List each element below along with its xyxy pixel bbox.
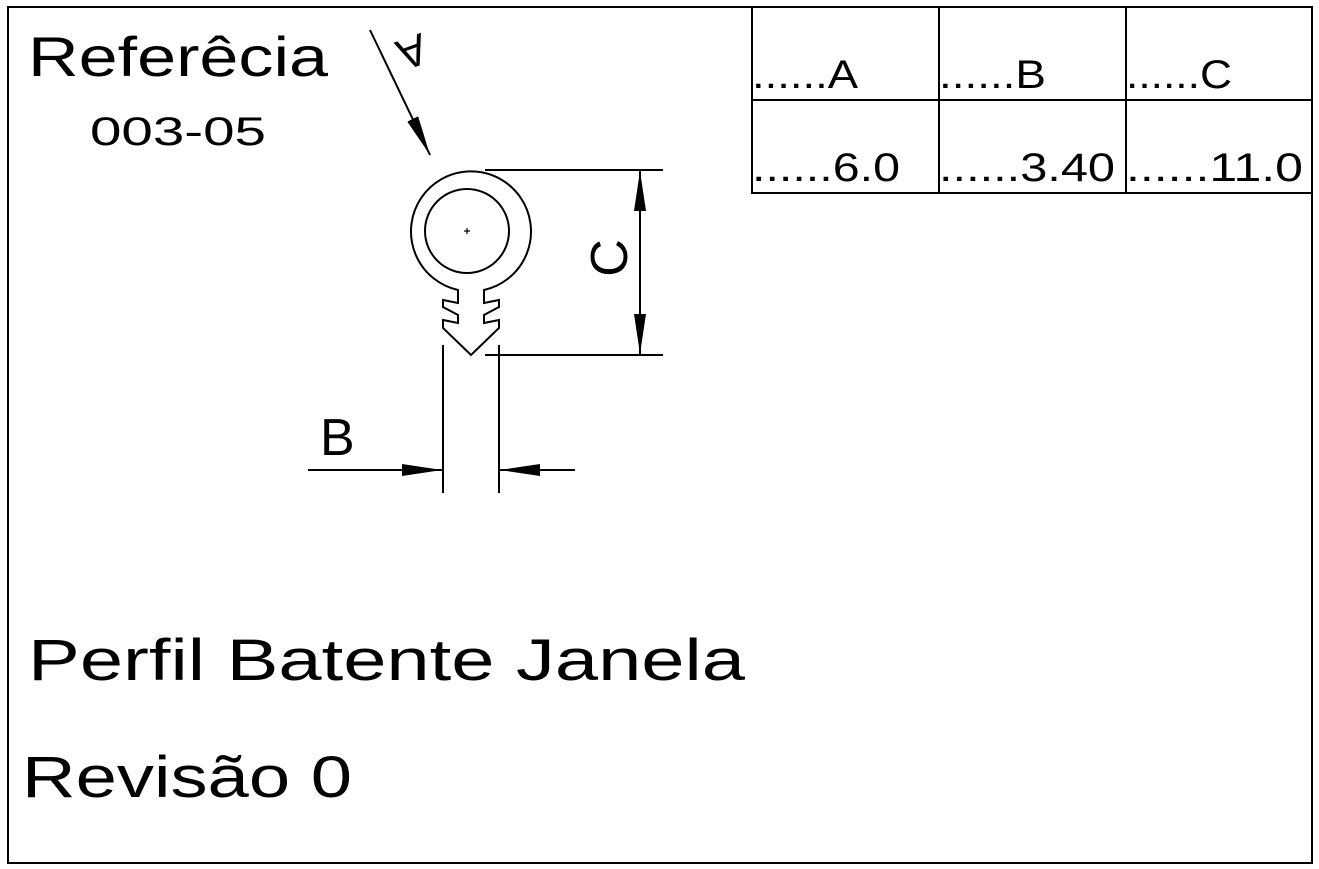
table-value-a: ......6.0 — [752, 146, 900, 190]
drawing-title: Perfil Batente Janela — [28, 628, 746, 693]
table-header-b: ......B — [939, 53, 1046, 97]
view-label: A — [389, 23, 434, 79]
dimension-b: B — [308, 345, 575, 493]
table-header-a: ......A — [752, 53, 858, 97]
table-value-b: ......3.40 — [939, 146, 1115, 190]
table-value-c: ......11.0 — [1126, 146, 1303, 190]
drawing-frame — [7, 6, 1313, 864]
dimension-c: C — [485, 169, 663, 356]
profile-shape — [410, 170, 532, 357]
dimension-c-label: C — [581, 239, 639, 277]
dimension-b-label: B — [320, 409, 355, 467]
reference-code: 003-05 — [90, 110, 266, 154]
view-arrow — [369, 29, 431, 156]
reference-label: Referêcia — [28, 25, 329, 88]
dimension-table: ......A ......B ......C ......6.0 ......… — [751, 6, 1313, 194]
revision-label: Revisão 0 — [22, 745, 352, 810]
table-header-c: ......C — [1126, 53, 1232, 97]
